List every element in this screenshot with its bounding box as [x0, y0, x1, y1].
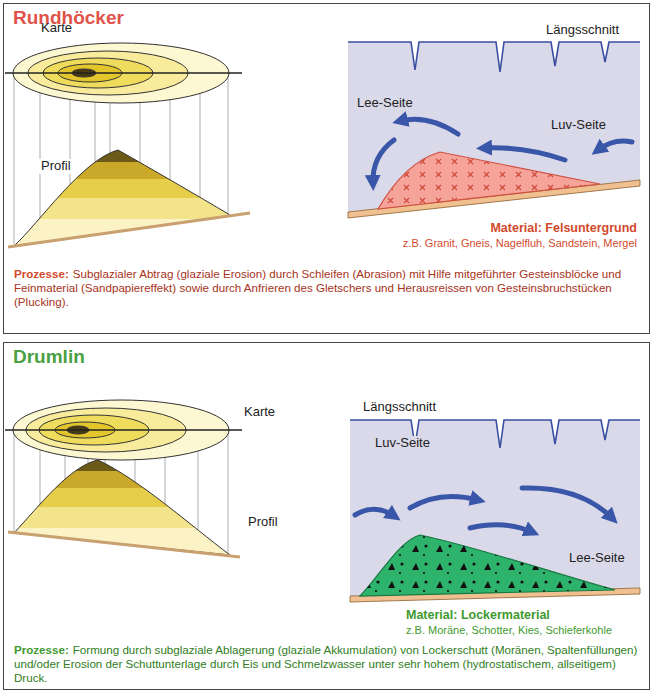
- process-body: Formung durch subglaziale Ablagerung (gl…: [14, 643, 637, 684]
- diagram-label: Lee-Seite: [355, 96, 415, 111]
- diagram-label: Luv-Seite: [549, 118, 608, 133]
- diagram-label: z.B. Moräne, Schotter, Kies, Schieferkoh…: [406, 624, 612, 637]
- diagram-label: Längsschnitt: [363, 400, 436, 415]
- process-text: Prozesse:Subglazialer Abtrag (glaziale E…: [14, 267, 639, 308]
- process-heading: Prozesse:: [14, 643, 69, 656]
- longitudinal-section: [350, 420, 640, 602]
- diagram-label: Profil: [39, 159, 73, 174]
- profile-shape: [8, 460, 240, 557]
- process-text: Prozesse:Formung durch subglaziale Ablag…: [14, 643, 639, 684]
- longitudinal-section: [348, 42, 640, 218]
- diagram-label: Luv-Seite: [373, 436, 432, 451]
- diagram-label: Karte: [244, 405, 275, 420]
- diagram-label: z.B. Granit, Gneis, Nagelfluh, Sandstein…: [403, 237, 637, 250]
- process-body: Subglazialer Abtrag (glaziale Erosion) d…: [14, 267, 621, 308]
- diagram-label: Längsschnitt: [546, 23, 619, 38]
- process-heading: Prozesse:: [14, 267, 69, 280]
- diagram-label: Karte: [41, 21, 72, 36]
- panel-title: Drumlin: [13, 346, 85, 368]
- diagram-label: Lee-Seite: [567, 551, 627, 566]
- map-contours: [5, 400, 242, 555]
- diagram-label: Material: Felsuntergrund: [490, 221, 637, 235]
- profile-shape: [8, 150, 250, 247]
- diagram-label: Profil: [246, 515, 280, 530]
- diagram-label: Material: Lockermaterial: [406, 608, 550, 622]
- diagram-panel: DrumlinKarte LängsschnittProfil Luv-SeiteL…: [3, 342, 650, 690]
- diagram-panel: RundhöckerKarteLängsschnittProfilLee-Sei…: [3, 3, 650, 334]
